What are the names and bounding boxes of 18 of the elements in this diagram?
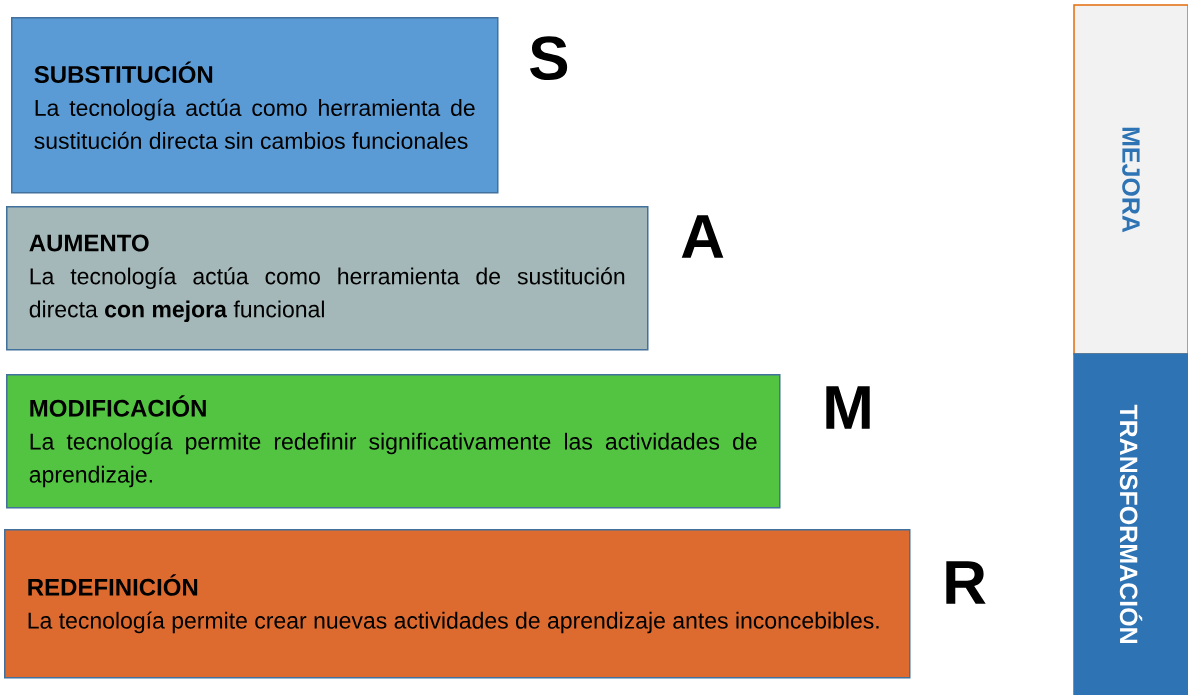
category-band: MEJORA	[1073, 4, 1188, 355]
box-heading: MODIFICACIÓN	[30, 395, 206, 417]
category-band: TRANSFORMACIÓN	[1073, 353, 1188, 695]
box-heading: REDEFINICIÓN	[28, 574, 198, 596]
stage-letter: R	[946, 561, 986, 604]
box-heading: SUBSTITUCIÓN	[34, 61, 213, 83]
box-text: La tecnología actúa como herramienta de sustitución directa con mejora funcional	[29, 267, 625, 322]
stage-letter: S	[530, 36, 568, 81]
stage-letter: A	[681, 215, 724, 258]
box-text: La tecnología permite crear nuevas actividades de aprendizaje antes inconcebibles.	[28, 611, 879, 634]
stage-box	[6, 374, 781, 509]
stage-box	[4, 529, 911, 679]
box-text: La tecnología actúa como herramienta de sustitución directa sin cambios funcionales	[34, 98, 475, 149]
stage-letter: M	[826, 386, 870, 429]
stage-box	[11, 17, 499, 194]
stage-box	[6, 206, 649, 351]
box-text: La tecnología permite redefinir significativamente las actividades de aprendizaje.	[29, 432, 757, 488]
box-heading: AUMENTO	[29, 234, 149, 252]
